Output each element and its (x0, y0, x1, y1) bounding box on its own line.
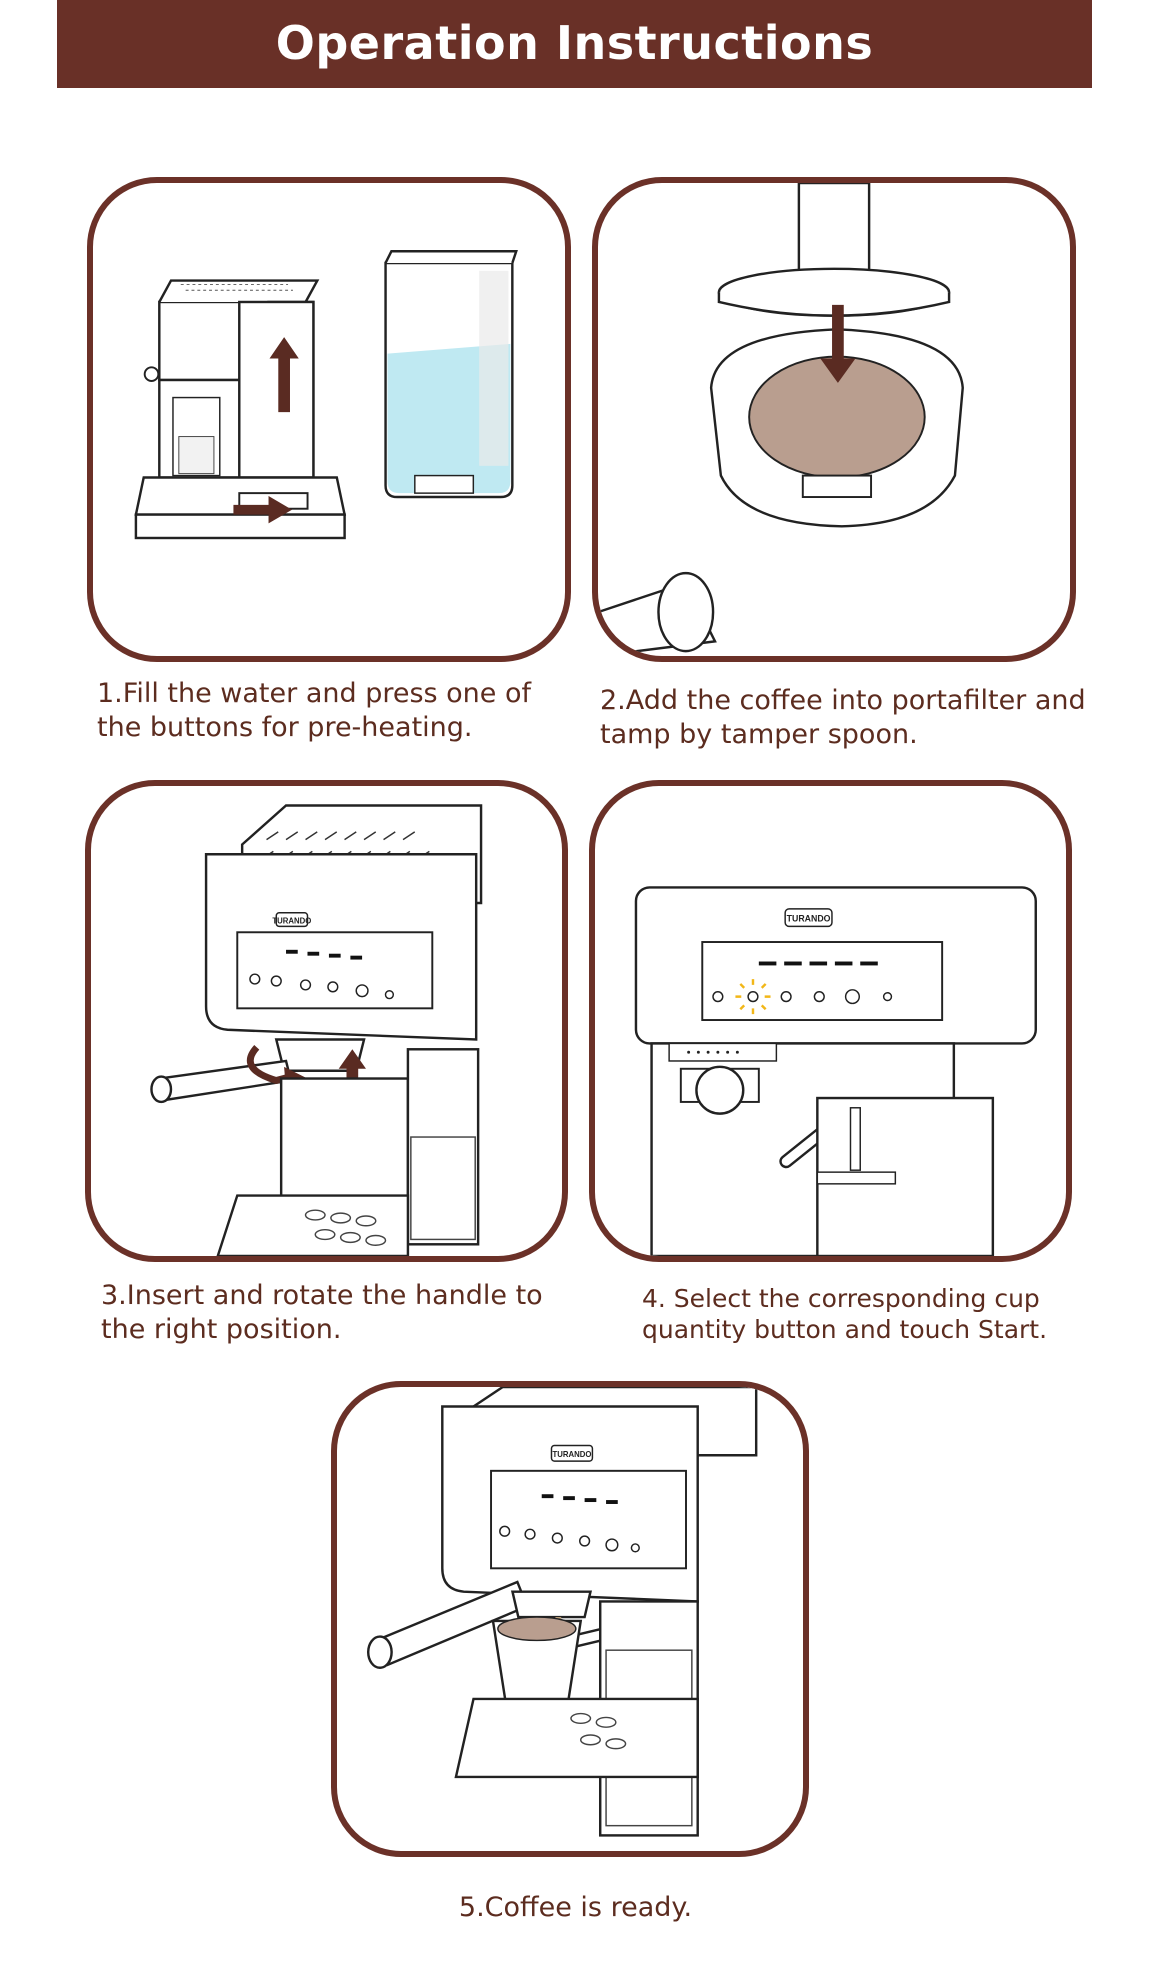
step-5-illustration: TURANDO (331, 1381, 809, 1857)
step-4-caption: 4. Select the corresponding cup quantity… (642, 1283, 1082, 1345)
step-2-caption-line-2: tamp by tamper spoon. (600, 719, 918, 750)
espresso-machine-water-tank-illustration (134, 250, 518, 540)
step-4-caption-line-1: 4. Select the corresponding cup (642, 1284, 1040, 1313)
step-4-caption-line-2: quantity button and touch Start. (642, 1315, 1048, 1344)
brand-logo: TURANDO (787, 914, 831, 924)
step-3-caption-line-1: 3.Insert and rotate the handle to (101, 1280, 543, 1311)
step-4-illustration: TURANDO (589, 780, 1072, 1262)
select-cup-button-illustration: TURANDO (634, 886, 1037, 1256)
coffee-ready-illustration: TURANDO (367, 1387, 758, 1837)
step-1-caption-line-2: the buttons for pre-heating. (97, 712, 473, 743)
brand-logo: TURANDO (272, 916, 311, 925)
page-header: Operation Instructions (57, 0, 1092, 88)
step-1-illustration (87, 177, 571, 662)
page-title: Operation Instructions (275, 16, 874, 70)
step-5-caption-text: 5.Coffee is ready. (458, 1892, 693, 1923)
step-2-illustration (592, 177, 1076, 662)
step-1-caption-line-1: 1.Fill the water and press one of (97, 678, 532, 709)
step-2-caption: 2.Add the coffee into portafilter and ta… (600, 684, 1090, 752)
step-3-illustration: TURANDO (85, 780, 568, 1262)
step-3-caption: 3.Insert and rotate the handle to the ri… (101, 1279, 581, 1347)
step-3-caption-line-2: the right position. (101, 1314, 342, 1345)
insert-rotate-handle-illustration: TURANDO (150, 804, 483, 1256)
step-1-caption: 1.Fill the water and press one of the bu… (97, 677, 577, 745)
portafilter-tamper-illustration (598, 183, 964, 656)
brand-logo: TURANDO (552, 1450, 591, 1459)
step-5-caption: 5.Coffee is ready. (0, 1891, 1151, 1925)
step-2-caption-line-1: 2.Add the coffee into portafilter and (600, 685, 1086, 716)
